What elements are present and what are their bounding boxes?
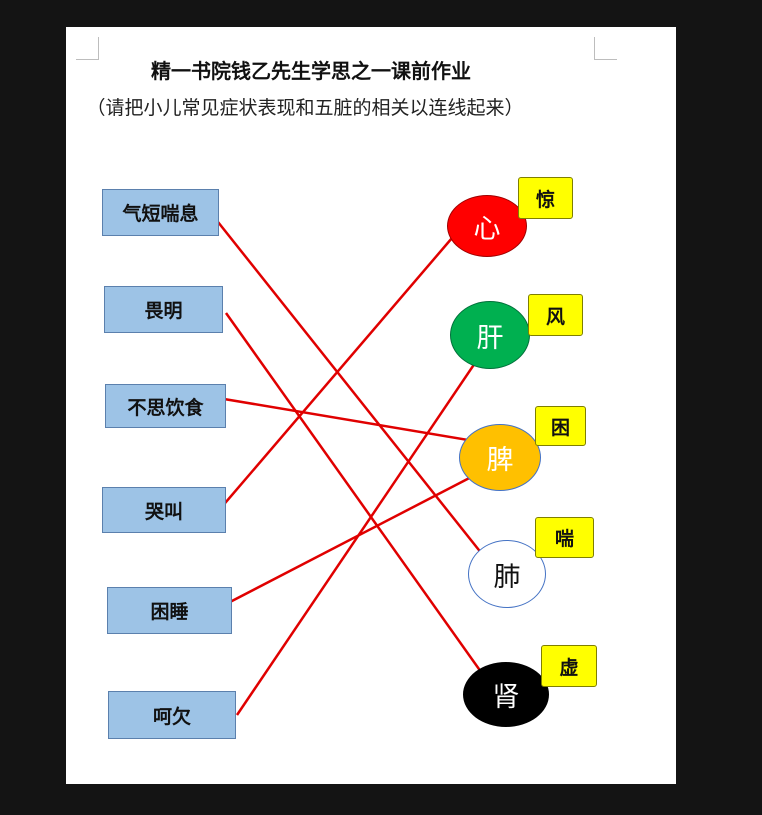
connector-kujiao-to-xin: [219, 237, 453, 510]
organ-circle-shen: 肾: [463, 662, 549, 727]
symptom-box-kujiao: 哭叫: [102, 487, 226, 533]
document-subtitle: （请把小儿常见症状表现和五脏的相关以连线起来）: [86, 97, 524, 119]
document-title: 精一书院钱乙先生学思之一课前作业: [151, 59, 471, 83]
symptom-box-weiming: 畏明: [104, 286, 223, 333]
connector-qiduan-to-fei: [217, 221, 492, 566]
connector-haqian-to-gan: [235, 330, 498, 716]
tag-box-xu: 虚: [541, 645, 597, 687]
symptom-box-haqian: 呵欠: [108, 691, 236, 739]
symptom-box-qiduan: 气短喘息: [102, 189, 219, 236]
symptom-box-kunshui: 困睡: [107, 587, 232, 634]
organ-circle-pi: 脾: [459, 424, 541, 491]
connector-pi-to-kunshui: [199, 456, 509, 619]
tag-box-feng: 风: [528, 294, 583, 336]
organ-circle-gan: 肝: [450, 301, 530, 369]
margin-mark-top-left: [76, 37, 99, 60]
tag-box-chuan: 喘: [535, 517, 594, 558]
connector-busi-to-pi: [223, 397, 512, 454]
organ-circle-fei: 肺: [468, 540, 546, 608]
tag-box-jing: 惊: [518, 177, 573, 219]
connector-weiming-to-shen: [224, 312, 498, 695]
tag-box-kun: 困: [535, 406, 586, 446]
symptom-box-busi: 不思饮食: [105, 384, 226, 428]
margin-mark-top-right: [594, 37, 617, 60]
organ-circle-xin: 心: [447, 195, 527, 257]
